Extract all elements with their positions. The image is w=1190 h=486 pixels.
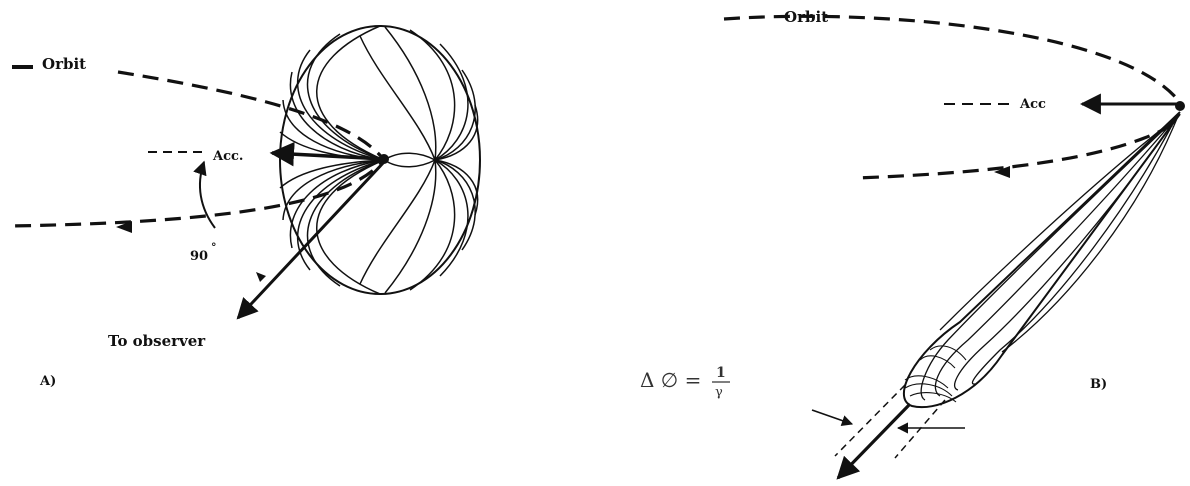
electron-b xyxy=(1175,101,1185,111)
observer-label-a: To observer xyxy=(108,332,206,350)
acc-label-a: Acc. xyxy=(212,149,243,164)
orbit-lower-path-b xyxy=(855,123,1173,180)
angle-label-a: 90 xyxy=(190,249,208,264)
orbit-direction-arrow-b xyxy=(994,166,1010,178)
orbit-direction-arrow-a xyxy=(116,221,132,233)
orbit-path-b xyxy=(723,14,1180,102)
orbit-label-b: Orbit xyxy=(784,8,828,26)
acc-label-b: Acc xyxy=(1019,97,1046,112)
orbit-label-a: Orbit xyxy=(42,55,86,73)
observer-tick-a xyxy=(256,272,266,282)
opening-angle-formula: Δ ∅ = 1 γ xyxy=(640,365,730,400)
angle-indicator-left-b xyxy=(811,409,854,426)
panel-b: Orbit Acc xyxy=(640,8,1185,480)
panel-label-b: B) xyxy=(1090,377,1107,392)
observer-arrow-a xyxy=(236,160,386,320)
panel-label-a: A) xyxy=(39,374,56,389)
beam-arrow-b xyxy=(836,402,912,480)
panel-a: Orbit xyxy=(9,25,481,389)
formula-numerator: 1 xyxy=(716,365,726,381)
beam-edge-left-b xyxy=(834,384,906,457)
orbit-path-a xyxy=(9,70,387,228)
beam-edge-right-b xyxy=(894,399,946,459)
formula-lhs: Δ ∅ = xyxy=(640,368,701,392)
formula-denominator: γ xyxy=(715,385,723,400)
angle-arc-a xyxy=(193,160,216,229)
radiation-lobe-a xyxy=(279,25,481,295)
degree-mark-a: ° xyxy=(211,241,217,254)
radiation-lobe-b xyxy=(902,111,1181,409)
electron-a xyxy=(379,154,389,164)
acc-arrow-a xyxy=(269,141,385,167)
